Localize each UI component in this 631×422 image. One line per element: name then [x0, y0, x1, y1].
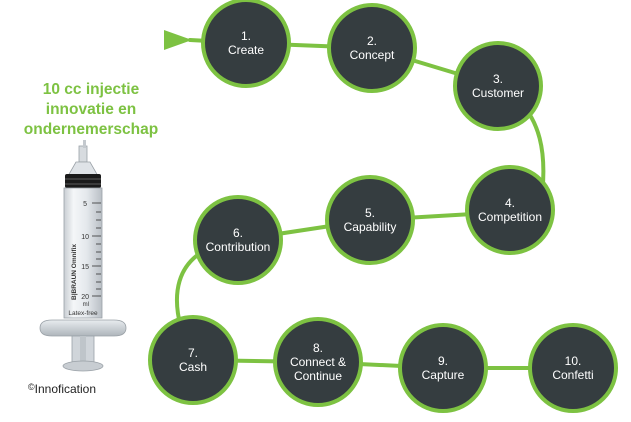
step-node-5: 5.Capability [325, 175, 415, 265]
step-number: 9. [438, 354, 448, 368]
step-number: 1. [241, 29, 251, 43]
step-number: 5. [365, 206, 375, 220]
step-label: Customer [472, 86, 524, 100]
step-number: 8. [313, 341, 323, 355]
step-label: Competition [478, 210, 542, 224]
step-number: 6. [233, 226, 243, 240]
step-label: Concept [350, 48, 395, 62]
step-number: 3. [493, 72, 503, 86]
step-label: Continue [294, 369, 342, 383]
step-label: Confetti [552, 368, 593, 382]
step-node-7: 7.Cash [148, 315, 238, 405]
syringe-scale-15: 15 [81, 264, 89, 271]
syringe-scale-10: 10 [81, 234, 89, 241]
step-label: Connect & [290, 355, 346, 369]
step-label: Contribution [206, 240, 271, 254]
syringe-illustration: 5 10 15 20 ml B|BRAUN Omnifix Latex-free [39, 140, 127, 372]
syringe-scale-ticks [92, 202, 101, 297]
step-circle [273, 317, 363, 407]
step-node-1: 1.Create [201, 0, 291, 88]
step-circle [453, 41, 543, 131]
step-number: 2. [367, 34, 377, 48]
step-node-2: 2.Concept [327, 3, 417, 93]
copyright-text: Innofication [34, 382, 97, 396]
step-node-8: 8.Connect &Continue [273, 317, 363, 407]
step-number: 10. [565, 354, 582, 368]
step-circle [528, 323, 618, 413]
step-label: Create [228, 43, 264, 57]
syringe-scale-20: 20 [81, 294, 89, 301]
title-line-3: ondernemerschap [23, 121, 159, 138]
step-circle [465, 165, 555, 255]
step-circle [325, 175, 415, 265]
step-label: Cash [179, 360, 207, 374]
step-label: Capability [344, 220, 397, 234]
step-node-4: 4.Competition [465, 165, 555, 255]
step-circle [148, 315, 238, 405]
step-node-6: 6.Contribution [193, 195, 283, 285]
step-label: Capture [422, 368, 465, 382]
syringe-unit: ml [83, 302, 89, 308]
step-circle [193, 195, 283, 285]
syringe-scale-5: 5 [83, 201, 87, 208]
syringe-latex-label: Latex-free [68, 310, 98, 317]
syringe-brand: B|BRAUN Omnifix [71, 244, 78, 300]
title-line-1: 10 cc injectie [42, 81, 140, 98]
step-circle [398, 323, 488, 413]
step-circle [327, 3, 417, 93]
start-arrow-icon [164, 30, 192, 50]
copyright-note: ©Innofication [28, 382, 96, 396]
step-number: 4. [505, 196, 515, 210]
step-number: 7. [188, 346, 198, 360]
step-node-9: 9.Capture [398, 323, 488, 413]
diagram-title: 10 cc injectie innovatie en ondernemersc… [2, 80, 180, 140]
step-node-10: 10.Confetti [528, 323, 618, 413]
step-node-3: 3.Customer [453, 41, 543, 131]
title-line-2: innovatie en [45, 101, 137, 118]
copyright-icon: © [28, 382, 35, 392]
step-circle [201, 0, 291, 88]
